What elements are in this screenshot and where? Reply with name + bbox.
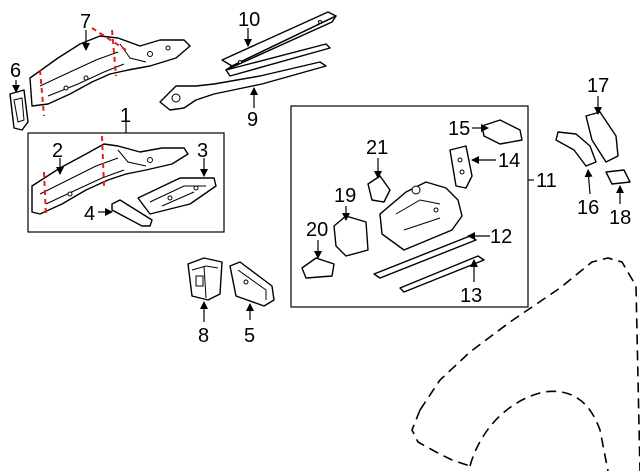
callout-21: 21 <box>366 137 388 159</box>
callout-20: 20 <box>306 219 328 241</box>
part-13-rail <box>399 255 485 293</box>
part-12-crossmember <box>373 181 477 279</box>
part-3-floor-section <box>137 177 217 215</box>
callout-17: 17 <box>587 75 609 97</box>
part-14-plate <box>449 145 473 189</box>
callout-6: 6 <box>10 60 21 82</box>
part-7-front-rail-upper <box>29 27 191 117</box>
callout-2: 2 <box>52 140 63 162</box>
callout-3: 3 <box>197 140 208 162</box>
part-5-bracket <box>229 261 275 307</box>
callout-7: 7 <box>80 11 91 33</box>
part-21-gusset <box>367 175 391 203</box>
callout-19: 19 <box>334 185 356 207</box>
callout-9: 9 <box>247 109 258 131</box>
callout-18: 18 <box>609 207 631 229</box>
part-20-bracket <box>301 257 335 279</box>
part-6-bracket <box>9 89 29 131</box>
part-19-bracket <box>333 215 369 257</box>
part-8-mount <box>187 257 223 301</box>
fender-outline <box>411 257 640 471</box>
group-box-11 <box>290 105 529 308</box>
callout-11: 11 <box>536 170 557 192</box>
callout-10: 10 <box>238 9 260 31</box>
part-10-rail <box>221 11 337 77</box>
part-15-bracket <box>481 119 523 145</box>
part-9-apron <box>159 61 327 111</box>
callout-12: 12 <box>490 226 512 248</box>
callout-15: 15 <box>448 118 470 140</box>
part-2-front-rail <box>31 135 189 217</box>
part-18-clip <box>605 169 631 185</box>
part-16-wheelhouse-extension <box>555 131 597 167</box>
callout-14: 14 <box>498 150 520 172</box>
leader-lines <box>12 28 624 322</box>
callout-8: 8 <box>198 325 209 347</box>
callout-4: 4 <box>84 203 95 225</box>
callout-5: 5 <box>244 325 255 347</box>
callout-13: 13 <box>460 285 482 307</box>
callout-1: 1 <box>120 105 131 127</box>
callout-16: 16 <box>577 197 599 219</box>
